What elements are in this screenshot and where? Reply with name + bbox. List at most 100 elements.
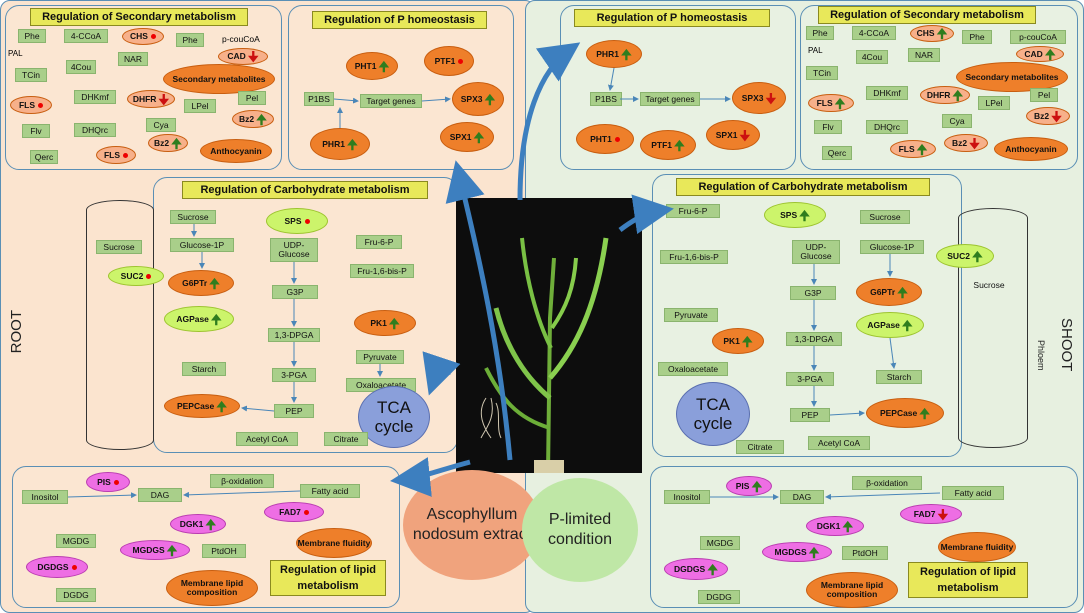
root-dag: DAG — [138, 488, 182, 502]
root-ptdoh: PtdOH — [202, 544, 246, 558]
up-arrow-icon: 🠉 — [171, 135, 182, 151]
phloem-label: Phloem — [1036, 340, 1046, 371]
shoot-target-genes: Target genes — [640, 92, 700, 106]
root-pyruvate: Pyruvate — [356, 350, 404, 364]
root-dgdg: DGDG — [56, 588, 96, 602]
down-arrow-icon: 🠋 — [969, 135, 980, 151]
root-fru16: Fru-1,6-bis-P — [350, 264, 414, 278]
root-fattyacid: Fatty acid — [300, 484, 360, 498]
shoot-dgdgs: DGDGS🠉 — [664, 558, 728, 580]
shoot-fru16: Fru-1,6-bis-P — [660, 250, 728, 264]
shoot-cya: Cya — [942, 114, 972, 128]
shoot-oxaloacetate: Oxaloacetate — [658, 362, 728, 376]
root-pel: Pel — [238, 91, 266, 105]
root-mgdgs: MGDGS🠉 — [120, 540, 190, 560]
up-arrow-icon: 🠉 — [620, 46, 632, 62]
root-mgdg: MGDG — [56, 534, 96, 548]
up-arrow-icon: 🠉 — [808, 544, 820, 560]
up-arrow-icon: 🠉 — [971, 248, 983, 264]
root-sucrose: Sucrose — [170, 210, 216, 224]
shoot-secondary-title: Regulation of Secondary metabolism — [818, 6, 1036, 24]
up-arrow-icon: 🠉 — [707, 561, 718, 577]
shoot-4cou: 4Cou — [856, 50, 888, 64]
root-dhqrc: DHQrc — [74, 123, 116, 137]
shoot-membrane-lipid: Membrane lipid composition — [806, 572, 898, 608]
shoot-pis: PIS🠉 — [726, 476, 772, 496]
root-agpase: AGPase🠉 — [164, 306, 234, 332]
root-phe: Phe — [18, 29, 46, 43]
root-membrane-lipid: Membrane lipid composition — [166, 570, 258, 606]
root-dgk1: DGK1🠉 — [170, 514, 226, 534]
root-boxidation: β-oxidation — [210, 474, 274, 488]
up-arrow-icon: 🠉 — [256, 111, 267, 127]
up-arrow-icon: 🠉 — [916, 141, 928, 157]
shoot-phe: Phe — [806, 26, 834, 40]
up-arrow-icon: 🠉 — [1044, 46, 1056, 62]
root-flv: Flv — [22, 124, 50, 138]
root-glucose1p: Glucose-1P — [170, 238, 234, 252]
root-cya: Cya — [146, 118, 176, 132]
extract-oval: Ascophyllum nodosum extract — [403, 470, 541, 580]
shoot-pk1: PK1🠉 — [712, 328, 764, 354]
shoot-tcin: TCin — [806, 66, 838, 80]
shoot-dag: DAG — [780, 490, 824, 504]
root-dgdgs: DGDGS — [26, 556, 88, 578]
root-dhfr: DHFR🠋 — [127, 90, 175, 108]
root-secondary-title: Regulation of Secondary metabolism — [30, 8, 248, 26]
root-p1bs: P1BS — [304, 92, 334, 106]
root-anthocyanin: Anthocyanin — [200, 139, 272, 163]
up-arrow-icon: 🠉 — [674, 137, 685, 153]
root-dhkmf: DHKmf — [74, 90, 116, 104]
root-pepcase: PEPCase🠉 — [164, 394, 240, 418]
down-arrow-icon: 🠋 — [765, 90, 777, 106]
shoot-qerc: Qerc — [822, 146, 852, 160]
down-arrow-icon: 🠋 — [937, 506, 949, 522]
no-change-dot-icon — [113, 479, 119, 485]
shoot-g6ptr: G6PTr🠉 — [856, 278, 922, 306]
shoot-cylinder — [958, 208, 1028, 448]
no-change-dot-icon — [150, 34, 156, 39]
down-arrow-icon: 🠋 — [247, 49, 259, 64]
root-target-genes: Target genes — [360, 94, 422, 108]
up-arrow-icon: 🠉 — [834, 95, 846, 111]
root-phr1: PHR1🠉 — [310, 128, 370, 160]
shoot-sps: SPS🠉 — [764, 202, 826, 228]
shoot-pyruvate: Pyruvate — [664, 308, 718, 322]
up-arrow-icon: 🠉 — [936, 26, 948, 41]
up-arrow-icon: 🠉 — [388, 315, 400, 331]
root-3pga: 3-PGA — [272, 368, 316, 382]
shoot-secondary-metabolites: Secondary metabolites — [956, 62, 1068, 92]
shoot-label: SHOOT — [1058, 318, 1075, 372]
shoot-dpga: 1,3-DPGA — [786, 332, 842, 346]
root-4ccoa: 4-CCoA — [64, 29, 108, 43]
root-pcoucoa: p-couCoA — [222, 34, 260, 44]
root-bz2-2: Bz2🠉 — [148, 134, 188, 152]
root-secondary-metabolites: Secondary metabolites — [163, 64, 275, 94]
root-chs: CHS — [122, 28, 164, 45]
up-arrow-icon: 🠉 — [751, 478, 763, 494]
up-arrow-icon: 🠉 — [897, 284, 908, 300]
root-lpel: LPel — [184, 99, 216, 113]
root-g6ptr: G6PTr🠉 — [168, 270, 234, 296]
shoot-dgdg: DGDG — [698, 590, 740, 604]
up-arrow-icon: 🠉 — [216, 398, 228, 414]
no-change-dot-icon — [71, 564, 77, 570]
shoot-spx1: SPX1🠋 — [706, 120, 760, 150]
shoot-agpase: AGPase🠉 — [856, 312, 924, 338]
shoot-tca-cycle: TCA cycle — [676, 382, 750, 446]
shoot-ptf1: PTF1🠉 — [640, 130, 696, 160]
shoot-bz2-2: Bz2🠋 — [944, 134, 988, 152]
root-p-title: Regulation of P homeostasis — [312, 11, 487, 29]
root-4cou: 4Cou — [66, 60, 96, 74]
shoot-fad7: FAD7🠋 — [900, 504, 962, 524]
up-arrow-icon: 🠉 — [378, 58, 390, 74]
shoot-phr1: PHR1🠉 — [586, 40, 642, 68]
root-fru6p: Fru-6-P — [356, 235, 402, 249]
root-carb-title: Regulation of Carbohydrate metabolism — [182, 181, 428, 199]
no-change-dot-icon — [123, 152, 129, 158]
shoot-carb-title: Regulation of Carbohydrate metabolism — [676, 178, 930, 196]
root-tcin: TCin — [15, 68, 47, 82]
up-arrow-icon: 🠉 — [842, 518, 854, 534]
root-g3p: G3P — [272, 285, 318, 299]
shoot-mgdg: MGDG — [700, 536, 740, 550]
